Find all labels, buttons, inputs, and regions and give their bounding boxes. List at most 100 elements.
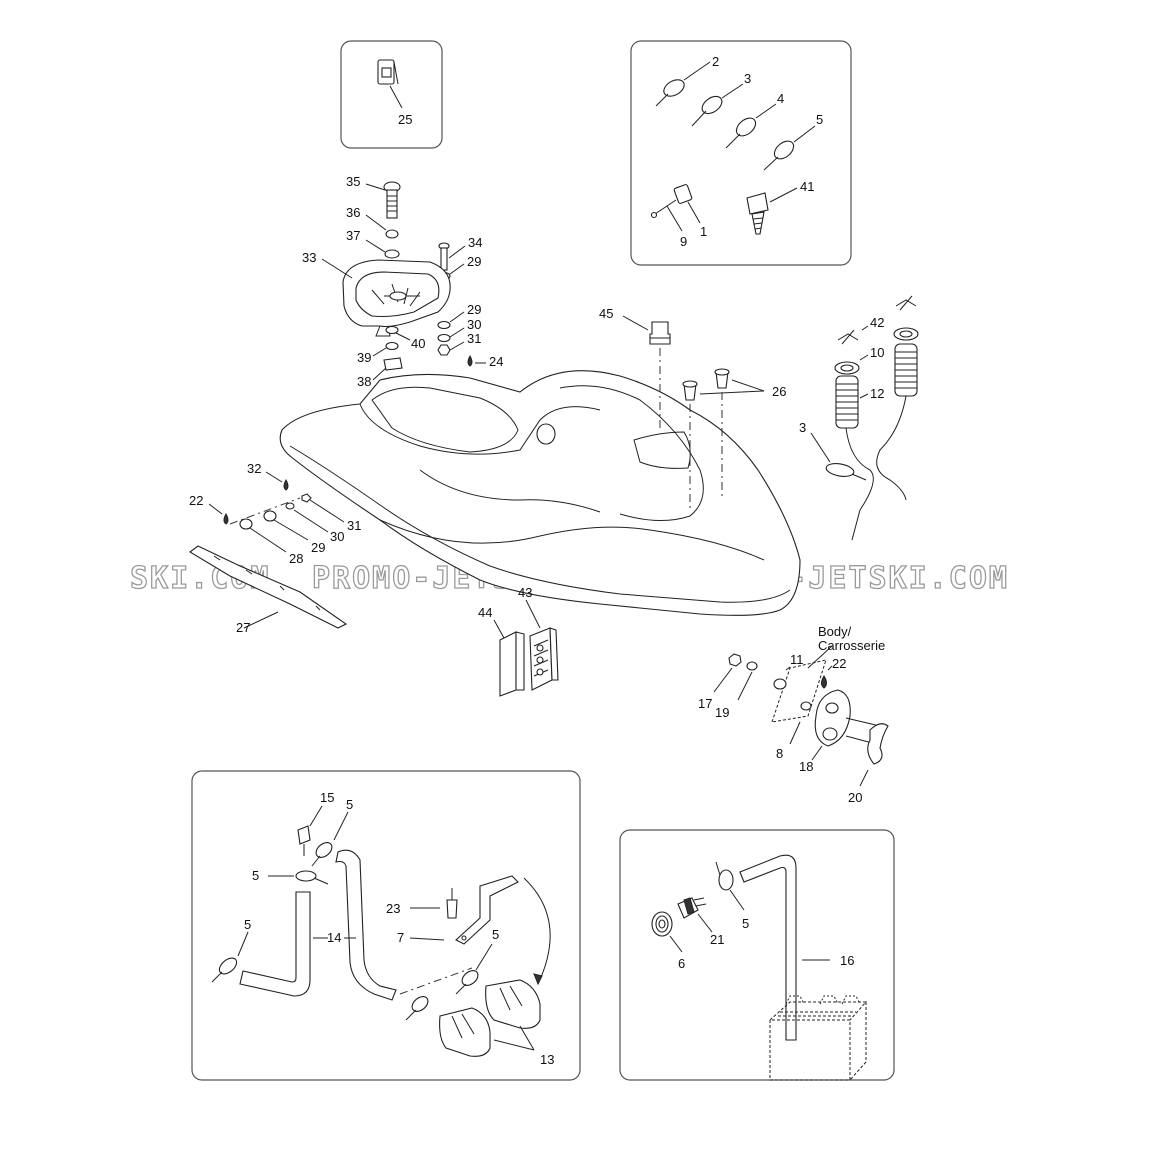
callout-22a: 22: [189, 493, 203, 508]
washer-39: [385, 341, 399, 351]
watercraft-body: [279, 370, 801, 616]
callout-12: 12: [870, 386, 884, 401]
cable-tie-icon: [411, 996, 429, 1012]
callout-29-top: 29: [467, 254, 481, 269]
callout-21: 21: [710, 932, 724, 947]
callout-42: 42: [870, 315, 884, 330]
callout-19: 19: [715, 705, 729, 720]
callout-7: 7: [397, 930, 404, 945]
check-valve-15: [297, 825, 311, 856]
fitting-45: [649, 321, 671, 345]
callout-29c: 29: [311, 540, 325, 555]
body-label-line1: Body/: [818, 624, 852, 639]
grab-handle-33: [342, 259, 451, 337]
cable-tie-icon: [655, 79, 685, 107]
callout-31b: 31: [347, 518, 361, 533]
washer-40: [385, 325, 399, 335]
plug-26: [682, 368, 730, 401]
callout-31: 31: [467, 331, 481, 346]
body-label-line2: Carrosserie: [818, 638, 885, 653]
callout-15: 15: [320, 790, 334, 805]
callout-8: 8: [776, 746, 783, 761]
callout-34: 34: [468, 235, 482, 250]
callout-5c: 5: [252, 868, 259, 883]
callout-33: 33: [302, 250, 316, 265]
callout-17: 17: [698, 696, 712, 711]
callout-16: 16: [840, 953, 854, 968]
rivet-23: [446, 888, 458, 919]
spacer-36: [385, 229, 399, 239]
callout-14: 14: [327, 930, 341, 945]
cable-tie-icon: [218, 957, 238, 975]
callout-27: 27: [236, 620, 250, 635]
callout-45: 45: [599, 306, 613, 321]
rear-vent-assembly: [814, 689, 889, 765]
callout-18: 18: [799, 759, 813, 774]
battery-outline: [769, 995, 868, 1081]
fuse-holder: [499, 627, 559, 697]
callout-4: 4: [777, 91, 784, 106]
callout-26: 26: [772, 384, 786, 399]
cable-tie-icon: [691, 95, 723, 127]
callout-40: 40: [411, 336, 425, 351]
callout-13: 13: [540, 1052, 554, 1067]
bracket-7: [455, 875, 519, 945]
callout-5e: 5: [492, 927, 499, 942]
clip-part: [377, 59, 399, 85]
cable-tie-icon: [461, 970, 479, 986]
callout-43: 43: [518, 585, 532, 600]
vent-bellows: [834, 295, 919, 541]
callout-41: 41: [800, 179, 814, 194]
callout-2: 2: [712, 54, 719, 69]
callout-6: 6: [678, 956, 685, 971]
push-rivet-icon: [650, 184, 693, 219]
vent-reservoir-13: [439, 979, 541, 1057]
bolt-35: [383, 181, 401, 219]
callout-37: 37: [346, 228, 360, 243]
self-tapping-screw-icon: [746, 192, 769, 235]
cable-tie-icon: [825, 463, 867, 481]
vent-fitting-21: [677, 897, 707, 919]
grab-handle-assembly: 35 36 37 34 29 33 29: [302, 174, 503, 389]
callout-38: 38: [357, 374, 371, 389]
panel-vent-hose: 15 5 5 14 5 23: [191, 770, 581, 1081]
washer-29: [437, 320, 451, 330]
sponson-fasteners: [223, 478, 312, 530]
vent-tube-16: [739, 854, 797, 1041]
callout-25: 25: [398, 112, 412, 127]
panel-clip-25: 25: [340, 40, 443, 149]
cable-tie-icon: [295, 870, 317, 882]
callout-23: 23: [386, 901, 400, 916]
adhesive-drop-icon: [467, 354, 473, 367]
callout-30: 30: [467, 317, 481, 332]
callout-22b: 22: [832, 656, 846, 671]
callout-32: 32: [247, 461, 261, 476]
callout-44: 44: [478, 605, 492, 620]
callout-3: 3: [744, 71, 751, 86]
callout-30b: 30: [330, 529, 344, 544]
flame-arrester-6: [651, 911, 673, 937]
callout-1: 1: [700, 224, 707, 239]
nut-38: [383, 357, 403, 371]
panel-battery-vent: 16 5 21 6: [619, 829, 895, 1081]
callout-11: 11: [790, 652, 804, 667]
callout-35: 35: [346, 174, 360, 189]
callout-10: 10: [870, 345, 884, 360]
nut-31: [437, 344, 451, 356]
panel-ties: 2 3 4 5 9 1: [630, 40, 852, 266]
cable-tie-icon: [715, 861, 734, 891]
callout-5f: 5: [742, 916, 749, 931]
callout-5: 5: [816, 112, 823, 127]
vent-hose-14: [239, 849, 397, 1001]
callout-28: 28: [289, 551, 303, 566]
cable-tie-icon: [725, 117, 757, 149]
mount-hardware: [728, 653, 827, 711]
washer-37: [384, 249, 400, 259]
callout-36: 36: [346, 205, 360, 220]
sponson-27: [189, 545, 348, 629]
callout-9: 9: [680, 234, 687, 249]
callout-24: 24: [489, 354, 503, 369]
callout-39: 39: [357, 350, 371, 365]
callout-20: 20: [848, 790, 862, 805]
